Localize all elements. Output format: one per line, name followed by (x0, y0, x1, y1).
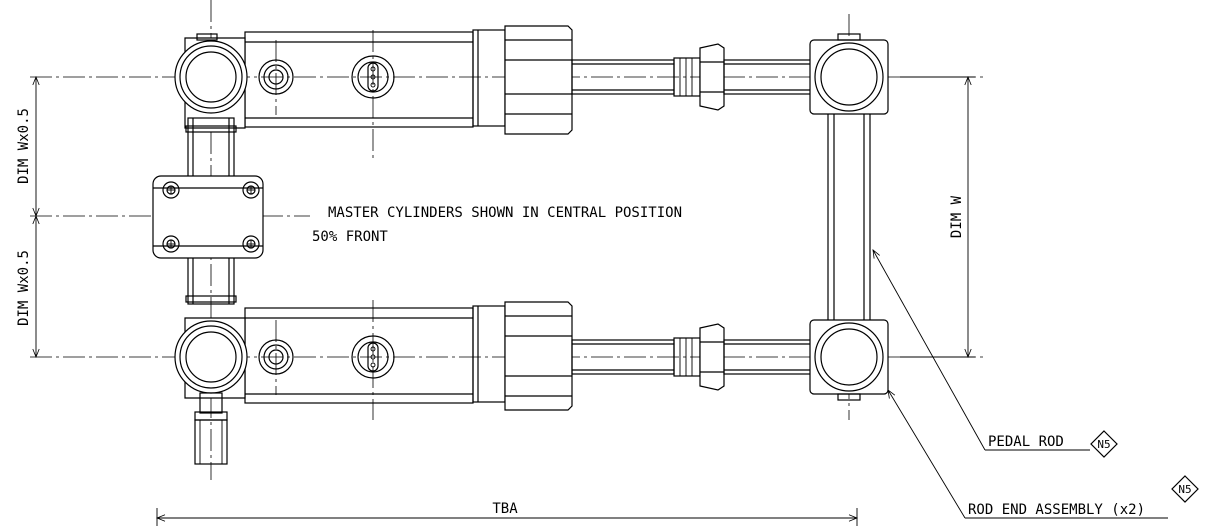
dim-overall-width-label: TBA (492, 501, 518, 517)
note-line-2: 50% FRONT (312, 229, 388, 245)
note-line-1: MASTER CYLINDERS SHOWN IN CENTRAL POSITI… (328, 205, 682, 221)
dim-full-label: DIM W (949, 195, 965, 238)
balance-bar (152, 117, 264, 305)
dim-half-top-label: DIM Wx0.5 (16, 108, 32, 184)
pedal-rod-tag-text: N5 (1097, 438, 1110, 451)
rod-end-tag-text: N5 (1178, 483, 1191, 496)
leader-lines (873, 250, 1168, 519)
pedal-rod-tag: N5 (1090, 430, 1118, 458)
top-master-cylinder (174, 25, 725, 135)
dim-half-bottom-label: DIM Wx0.5 (16, 250, 32, 326)
rod-end-tag: N5 (1171, 475, 1199, 503)
dimension-lines (36, 77, 975, 526)
pedal-rod-callout: PEDAL ROD (988, 434, 1064, 450)
bolt-heads (162, 181, 260, 253)
right-rod-ends (723, 33, 889, 401)
rod-end-callout: ROD END ASSEMBLY (x2) (968, 502, 1145, 518)
bottom-master-cylinder (174, 301, 725, 465)
